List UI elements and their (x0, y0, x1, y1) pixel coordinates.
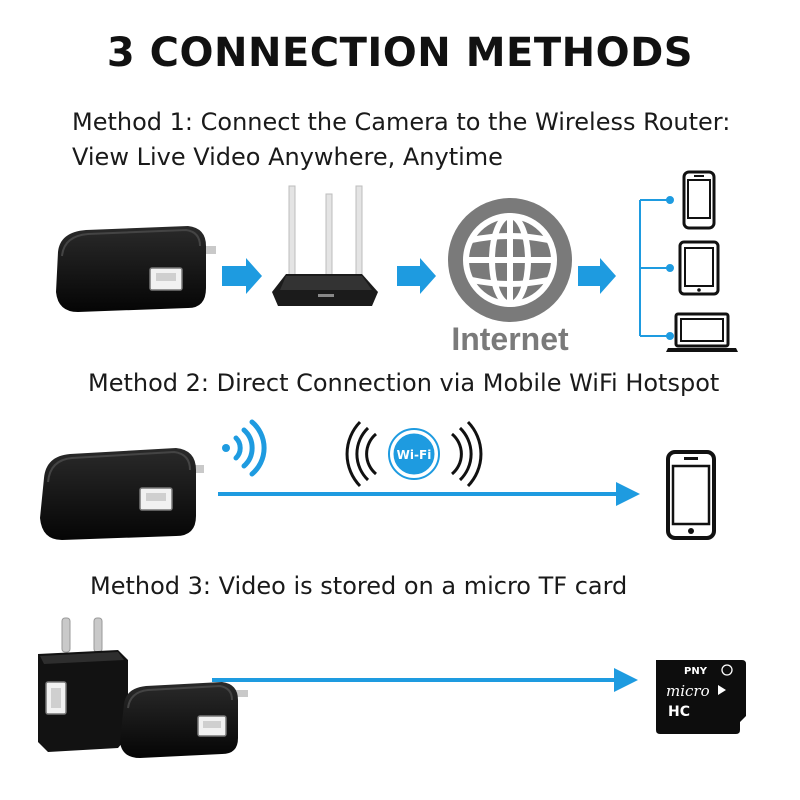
arrow-icon (397, 258, 436, 294)
internet-label: Internet (451, 321, 569, 357)
microsd-card-icon: PNY micro HC (656, 660, 746, 734)
svg-text:PNY: PNY (684, 666, 708, 677)
svg-text:Wi-Fi: Wi-Fi (397, 448, 432, 462)
device-bracket (639, 196, 674, 340)
charger-camera-1 (56, 226, 216, 312)
long-arrow-icon (218, 482, 640, 506)
charger-with-plug (38, 617, 128, 752)
svg-text:micro: micro (666, 682, 710, 700)
laptop-icon (666, 312, 738, 352)
arrow-icon (222, 258, 262, 294)
smartphone-icon (682, 170, 716, 230)
long-arrow-icon (212, 668, 638, 692)
tablet-icon (678, 240, 720, 296)
wifi-badge-icon: Wi-Fi (345, 420, 483, 488)
globe-icon (448, 198, 572, 322)
charger-camera-3 (120, 682, 248, 758)
svg-text:HC: HC (668, 704, 690, 720)
arrow-icon (578, 258, 616, 294)
page-title: 3 CONNECTION METHODS (106, 30, 694, 76)
method3-heading: Method 3: Video is stored on a micro TF … (90, 572, 628, 600)
method1-subheading: View Live Video Anywhere, Anytime (72, 143, 503, 171)
router-icon (272, 185, 378, 306)
wifi-signal-icon (222, 419, 267, 477)
method1-heading: Method 1: Connect the Camera to the Wire… (72, 108, 731, 136)
method2-heading: Method 2: Direct Connection via Mobile W… (88, 369, 720, 397)
charger-camera-2 (40, 448, 204, 540)
smartphone-icon (666, 450, 716, 540)
